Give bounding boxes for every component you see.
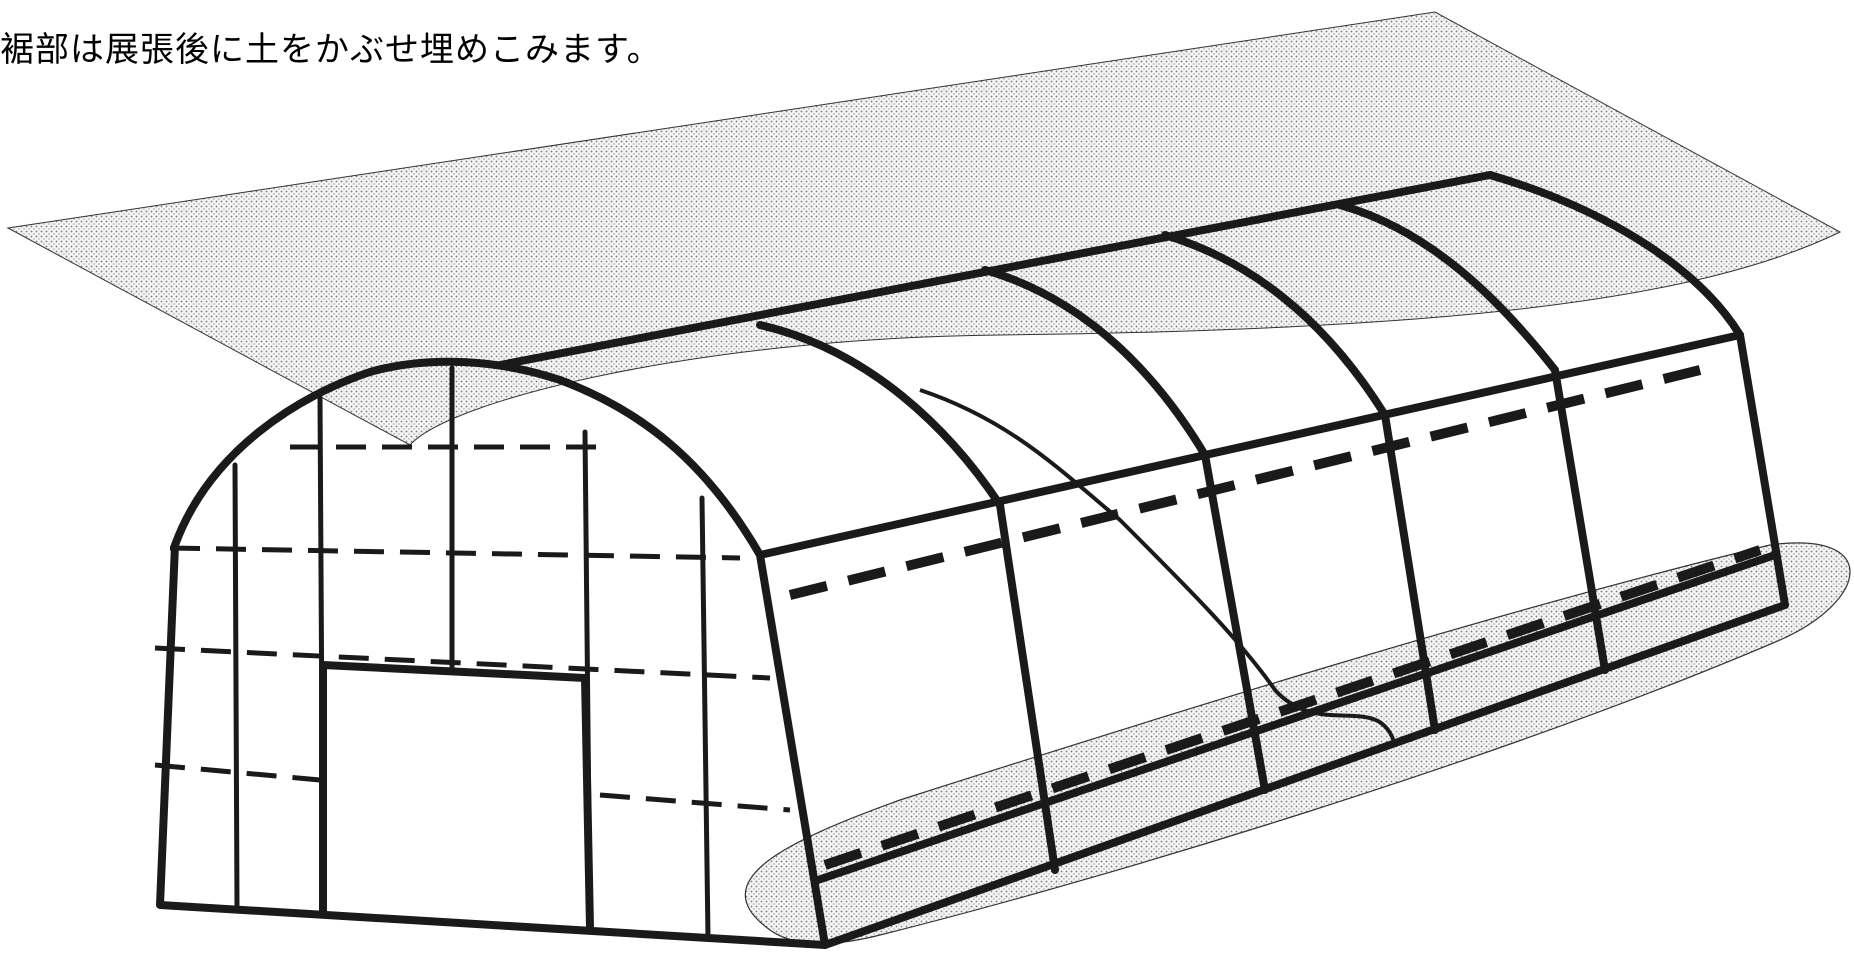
arch-pipe [1336, 201, 1559, 374]
side-bottom-rail [821, 601, 1789, 949]
side-post [1201, 451, 1269, 794]
instruction-caption: 裾部は展張後に土をかぶせ埋めこみます。 [0, 30, 662, 70]
side-post [1736, 331, 1789, 609]
side-top-rail [756, 331, 1744, 559]
front-dashed-line [154, 762, 321, 783]
arch-pipe [1486, 171, 1744, 339]
side-post [996, 501, 1059, 874]
front-gable-frame [156, 357, 829, 949]
side-post [1551, 366, 1609, 674]
door-frame [319, 661, 594, 932]
front-dashed-line [169, 545, 741, 561]
buried-hem-ground [744, 542, 1851, 944]
side-post [1381, 411, 1439, 734]
arch-pipe [1161, 231, 1389, 419]
side-hem-rail [814, 551, 1779, 884]
side-dashed-line [788, 365, 1702, 600]
front-dashed-line [599, 792, 791, 813]
cover-film-sheet [6, 11, 1842, 446]
side-dashed-line [823, 545, 1762, 870]
arch-pipe [756, 321, 1004, 509]
arch-pipe [981, 266, 1209, 459]
cord-line [919, 388, 1397, 746]
front-dashed-line [154, 645, 771, 681]
front-post [699, 495, 711, 941]
front-post [232, 462, 240, 911]
